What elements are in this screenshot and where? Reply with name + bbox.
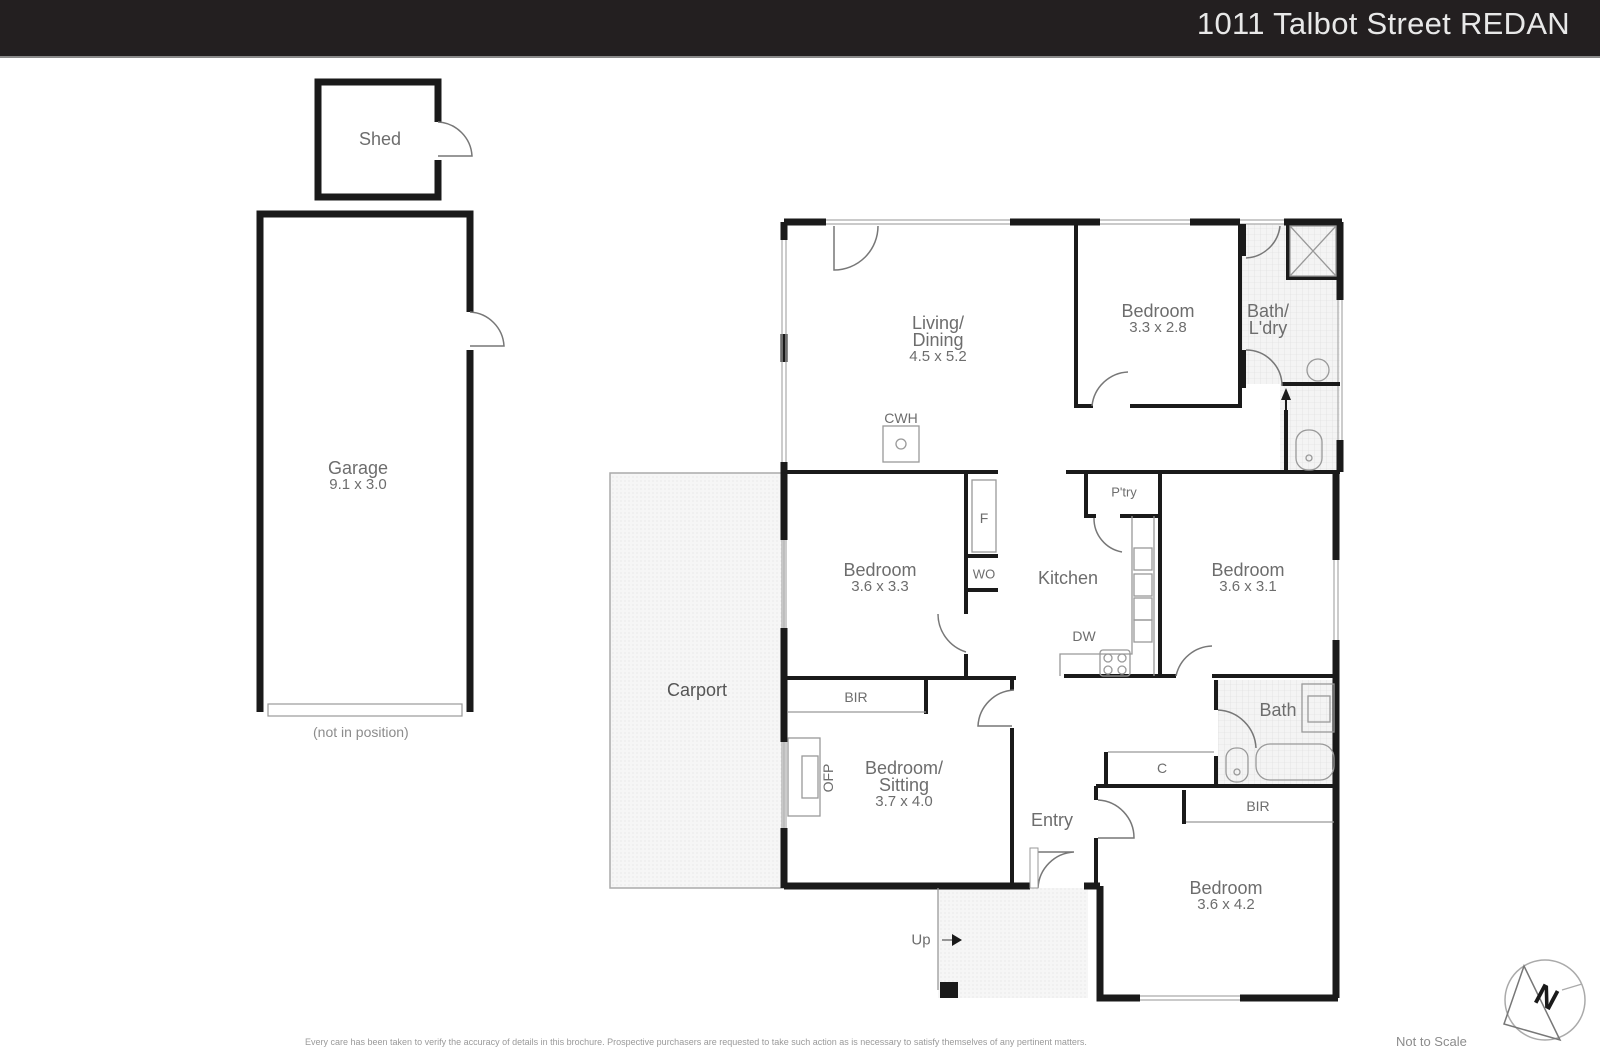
shed-label: Shed — [358, 129, 402, 149]
carport-label: Carport — [666, 680, 728, 700]
cupboard-label: C — [1156, 760, 1168, 776]
bath-laundry-label: Bath/ L'dry — [1246, 301, 1290, 338]
ofp-label: OFP — [820, 763, 836, 793]
north-compass-icon — [1503, 959, 1586, 1042]
fridge-label: F — [979, 510, 989, 526]
entry-porch-floor — [938, 888, 1088, 998]
pantry-label: P'try — [1111, 484, 1137, 500]
garage-structure — [256, 210, 505, 717]
header-bar: 1011 Talbot Street REDAN — [0, 0, 1600, 56]
bedroom-sitting-label: Bedroom/ Sitting 3.7 x 4.0 — [864, 758, 944, 810]
dw-label: DW — [1072, 628, 1096, 644]
fixture-outlines — [787, 225, 1337, 990]
up-label: Up — [911, 931, 931, 949]
shed-structure — [314, 78, 473, 201]
property-address-title: 1011 Talbot Street REDAN — [1196, 6, 1570, 41]
door-swings — [833, 225, 1283, 889]
porch-post — [940, 982, 958, 998]
up-arrow-icon — [942, 934, 962, 946]
carport-area — [609, 472, 785, 889]
cwh-label: CWH — [884, 410, 918, 426]
living-dining-label: Living/ Dining 4.5 x 5.2 — [909, 313, 967, 365]
disclaimer-text: Every care has been taken to verify the … — [305, 1037, 1087, 1047]
interior-walls — [786, 224, 1340, 886]
bir-right-label: BIR — [1246, 798, 1270, 814]
bedroom-bottom-label: Bedroom 3.6 x 4.2 — [1189, 878, 1263, 913]
windows — [781, 219, 1343, 1001]
kitchen-label: Kitchen — [1037, 568, 1099, 588]
bedroom-top-label: Bedroom 3.3 x 2.8 — [1121, 301, 1195, 336]
scale-note: Not to Scale — [1396, 1034, 1467, 1049]
laundry-arrow-icon — [1281, 388, 1291, 470]
bir-left-label: BIR — [844, 689, 868, 705]
bedroom-left-label: Bedroom 3.6 x 3.3 — [843, 560, 917, 595]
house-outer-walls — [780, 218, 1344, 1002]
entry-label: Entry — [1030, 810, 1074, 830]
garage-position-note: (not in position) — [313, 724, 409, 740]
wo-label: WO — [972, 566, 996, 582]
bath-label: Bath — [1259, 700, 1297, 720]
header-divider — [0, 56, 1600, 58]
garage-label: Garage 9.1 x 3.0 — [327, 458, 389, 493]
entry-sidelight — [1029, 847, 1039, 889]
bedroom-right-label: Bedroom 3.6 x 3.1 — [1211, 560, 1285, 595]
